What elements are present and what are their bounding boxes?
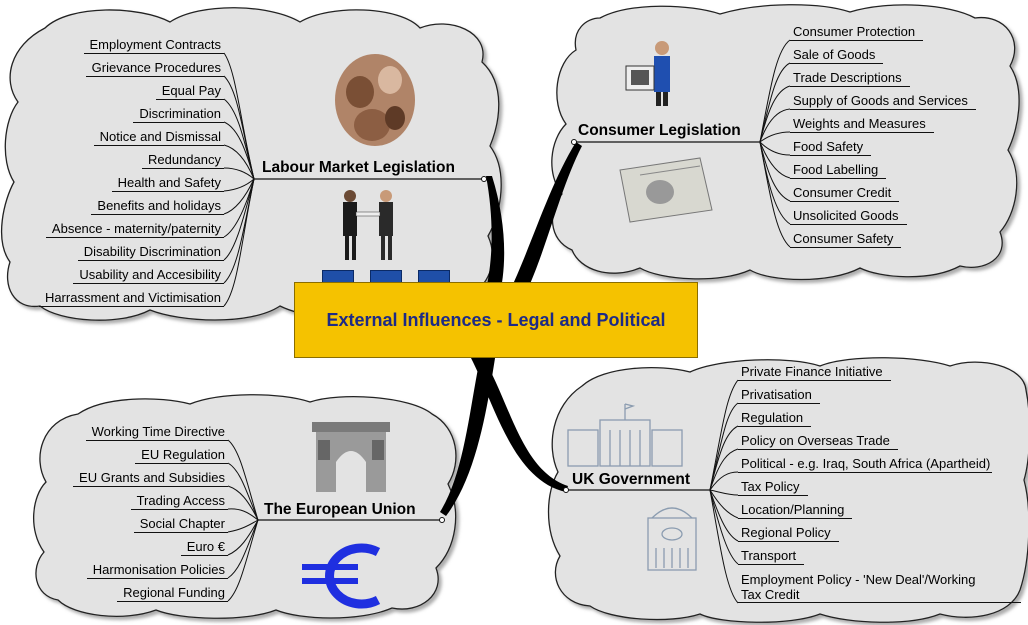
consumer-item[interactable]: Food Labelling — [790, 162, 887, 179]
eu-item[interactable]: EU Grants and Subsidies — [73, 470, 228, 487]
consumer-item[interactable]: Consumer Safety — [790, 231, 902, 248]
branch-labour-title[interactable]: Labour Market Legislation — [262, 159, 455, 176]
labour-item[interactable]: Equal Pay — [155, 83, 224, 100]
uk-links — [709, 379, 739, 604]
consumer-item[interactable]: Food Safety — [790, 139, 872, 156]
labour-item[interactable]: Redundancy — [142, 152, 224, 169]
labour-joint — [481, 176, 487, 182]
eu-item[interactable]: Trading Access — [130, 493, 228, 510]
labour-item[interactable]: Notice and Dismissal — [93, 129, 224, 146]
labour-item[interactable]: Usability and Accesibility — [73, 267, 224, 284]
uk-item-employment[interactable]: Employment Policy - 'New Deal'/Working T… — [738, 572, 1021, 603]
consumer-item[interactable]: Unsolicited Goods — [790, 208, 907, 225]
eu-item[interactable]: Harmonisation Policies — [86, 562, 228, 579]
consumer-item[interactable]: Trade Descriptions — [790, 70, 910, 87]
arch-icon — [312, 422, 390, 492]
uk-item[interactable]: Regional Policy — [738, 525, 839, 542]
handshake-icon — [343, 190, 393, 260]
labour-item[interactable]: Absence - maternity/paternity — [45, 221, 224, 238]
labour-item[interactable]: Disability Discrimination — [77, 244, 224, 261]
uk-item[interactable]: Private Finance Initiative — [738, 364, 891, 381]
labour-item[interactable]: Discrimination — [133, 106, 224, 123]
uk-item-employment-line1: Employment Policy - 'New Deal'/Working — [741, 572, 976, 587]
labour-item[interactable]: Health and Safety — [111, 175, 224, 192]
consumer-joint — [571, 139, 577, 145]
uk-item[interactable]: Location/Planning — [738, 502, 853, 519]
uk-item[interactable]: Political - e.g. Iraq, South Africa (Apa… — [738, 456, 993, 473]
eu-item[interactable]: Euro € — [180, 539, 228, 556]
uk-cloud — [547, 357, 1028, 623]
uk-item[interactable]: Privatisation — [738, 387, 820, 404]
branch-eu-title[interactable]: The European Union — [264, 501, 416, 518]
branch-uk-title[interactable]: UK Government — [572, 471, 690, 488]
consumer-item[interactable]: Consumer Credit — [790, 185, 900, 202]
connector-consumer — [486, 142, 582, 336]
central-topic-label: External Influences - Legal and Politica… — [326, 309, 666, 330]
labour-item[interactable]: Harrassment and Victimisation — [38, 290, 224, 307]
uk-item[interactable]: Policy on Overseas Trade — [738, 433, 898, 450]
eu-links — [227, 439, 259, 602]
uk-item[interactable]: Transport — [738, 548, 805, 565]
eu-joint — [439, 517, 445, 523]
uk-item[interactable]: Regulation — [738, 410, 812, 427]
labour-links — [223, 52, 255, 307]
labour-item[interactable]: Benefits and holidays — [91, 198, 224, 215]
eu-item[interactable]: Working Time Directive — [85, 424, 228, 441]
connector-eu — [440, 350, 496, 516]
eu-item[interactable]: EU Regulation — [135, 447, 228, 464]
euro-icon — [302, 543, 381, 609]
eu-item[interactable]: Regional Funding — [117, 585, 228, 602]
consumer-item[interactable]: Weights and Measures — [790, 116, 934, 133]
consumer-links — [759, 39, 791, 248]
labour-item[interactable]: Employment Contracts — [83, 37, 224, 54]
consumer-item[interactable]: Consumer Protection — [790, 24, 924, 41]
consumer-item[interactable]: Supply of Goods and Services — [790, 93, 976, 110]
labour-item[interactable]: Grievance Procedures — [85, 60, 224, 77]
branch-consumer-title[interactable]: Consumer Legislation — [578, 122, 741, 139]
uk-joint — [563, 487, 569, 493]
eu-item[interactable]: Social Chapter — [133, 516, 228, 533]
central-topic[interactable]: External Influences - Legal and Politica… — [294, 282, 698, 358]
presenter-icon — [625, 41, 670, 106]
banknote-icon — [619, 157, 713, 223]
building-icon — [647, 507, 697, 571]
crowd-collage-image — [335, 54, 415, 146]
parliament-icon — [567, 403, 683, 467]
uk-item[interactable]: Tax Policy — [738, 479, 808, 496]
consumer-item[interactable]: Sale of Goods — [790, 47, 884, 64]
uk-item-employment-line2: Tax Credit — [741, 587, 800, 602]
connector-uk — [470, 352, 568, 492]
